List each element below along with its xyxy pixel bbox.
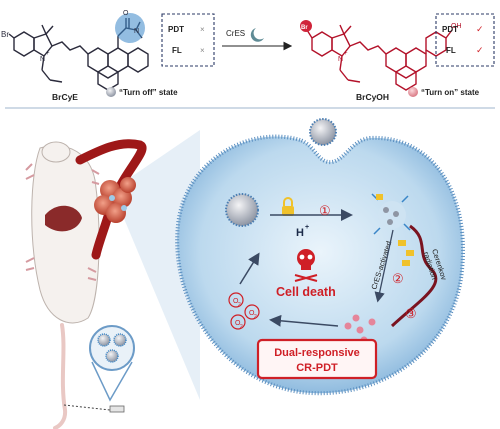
- step-1-marker: ①: [319, 203, 331, 218]
- br-highlight-icon: [300, 20, 312, 32]
- lock-icon: [282, 197, 294, 216]
- ros-label-3: O: [235, 320, 241, 327]
- skull-icon: [294, 249, 318, 282]
- acid-label: H: [296, 227, 304, 239]
- entering-nanoparticle: [309, 118, 337, 146]
- left-fl-mark: ×: [200, 46, 205, 55]
- brcye-label: BrCyE: [52, 92, 78, 102]
- brcyoh-label: BrCyOH: [356, 92, 389, 102]
- right-status-box: PDT ✓ FL ✓: [435, 13, 495, 67]
- therapy-title-line1: Dual-responsive: [274, 347, 360, 359]
- ros-label-1: O: [233, 298, 239, 305]
- zoom-cone: [112, 130, 200, 400]
- step-3-marker: ③: [405, 306, 417, 321]
- ros-sub-2: 2: [254, 314, 257, 320]
- left-pdt-mark: ×: [200, 25, 205, 34]
- right-pdt-mark: ✓: [476, 24, 484, 34]
- ros-sub-1: 2: [238, 302, 241, 308]
- turn-off-label: “Turn off” state: [119, 88, 178, 97]
- ros-label-2: O: [249, 310, 255, 317]
- ros-to-death-arrow: [239, 252, 260, 285]
- right-fl-label: FL: [446, 46, 456, 55]
- left-status-box: PDT × FL ×: [161, 13, 215, 67]
- ros-sub-3: 2: [240, 324, 243, 330]
- right-fl-mark: ✓: [476, 45, 484, 55]
- oh-label: OH: [451, 23, 462, 30]
- released-dye-cluster: [371, 193, 411, 235]
- tumor: [94, 177, 136, 223]
- dye-to-ros-arrow: [269, 314, 339, 327]
- nanoparticle-legend-icon: [106, 87, 116, 97]
- right-n-charge: +: [344, 51, 348, 57]
- carbamate-o-label: O: [123, 10, 129, 17]
- therapy-title-line2: CR-PDT: [296, 362, 338, 374]
- turn-on-label: “Turn on” state: [421, 88, 480, 97]
- left-n-label: N: [40, 56, 45, 63]
- pink-nanoparticle-legend-icon: [408, 87, 418, 97]
- brcyoh-structure: [306, 24, 453, 91]
- activated-probes: [398, 240, 414, 266]
- cres-icon: [250, 28, 264, 42]
- right-n-label: N: [338, 56, 343, 63]
- therapy-box: Dual-responsive CR-PDT: [256, 338, 378, 380]
- left-fl-label: FL: [172, 46, 182, 55]
- blood-vessel: [75, 139, 147, 260]
- top-panel: Br N + O N BrCyE PDT × FL × “Turn off” s…: [1, 10, 495, 102]
- left-pdt-label: PDT: [168, 25, 184, 34]
- right-pdt-label: PDT: [442, 25, 458, 34]
- cres-arrow: [374, 229, 394, 303]
- carbamate-n-label: N: [134, 28, 139, 35]
- mouse-illustration: [25, 141, 125, 429]
- ros-cluster: [228, 292, 260, 330]
- left-n-charge: +: [46, 51, 50, 57]
- right-br-label: Br: [301, 25, 308, 31]
- carbamate-highlight: [115, 13, 145, 43]
- step-2-marker: ②: [392, 271, 404, 286]
- acid-superscript: +: [305, 224, 309, 231]
- cres-arrow-label: CrES: [226, 29, 245, 38]
- nanoparticle-magnifier: [89, 325, 135, 402]
- cell-nanoparticle: [225, 193, 259, 227]
- left-br-label: Br: [1, 30, 9, 39]
- cell-death-label: Cell death: [276, 285, 336, 299]
- cerenkov-beam: [390, 224, 438, 328]
